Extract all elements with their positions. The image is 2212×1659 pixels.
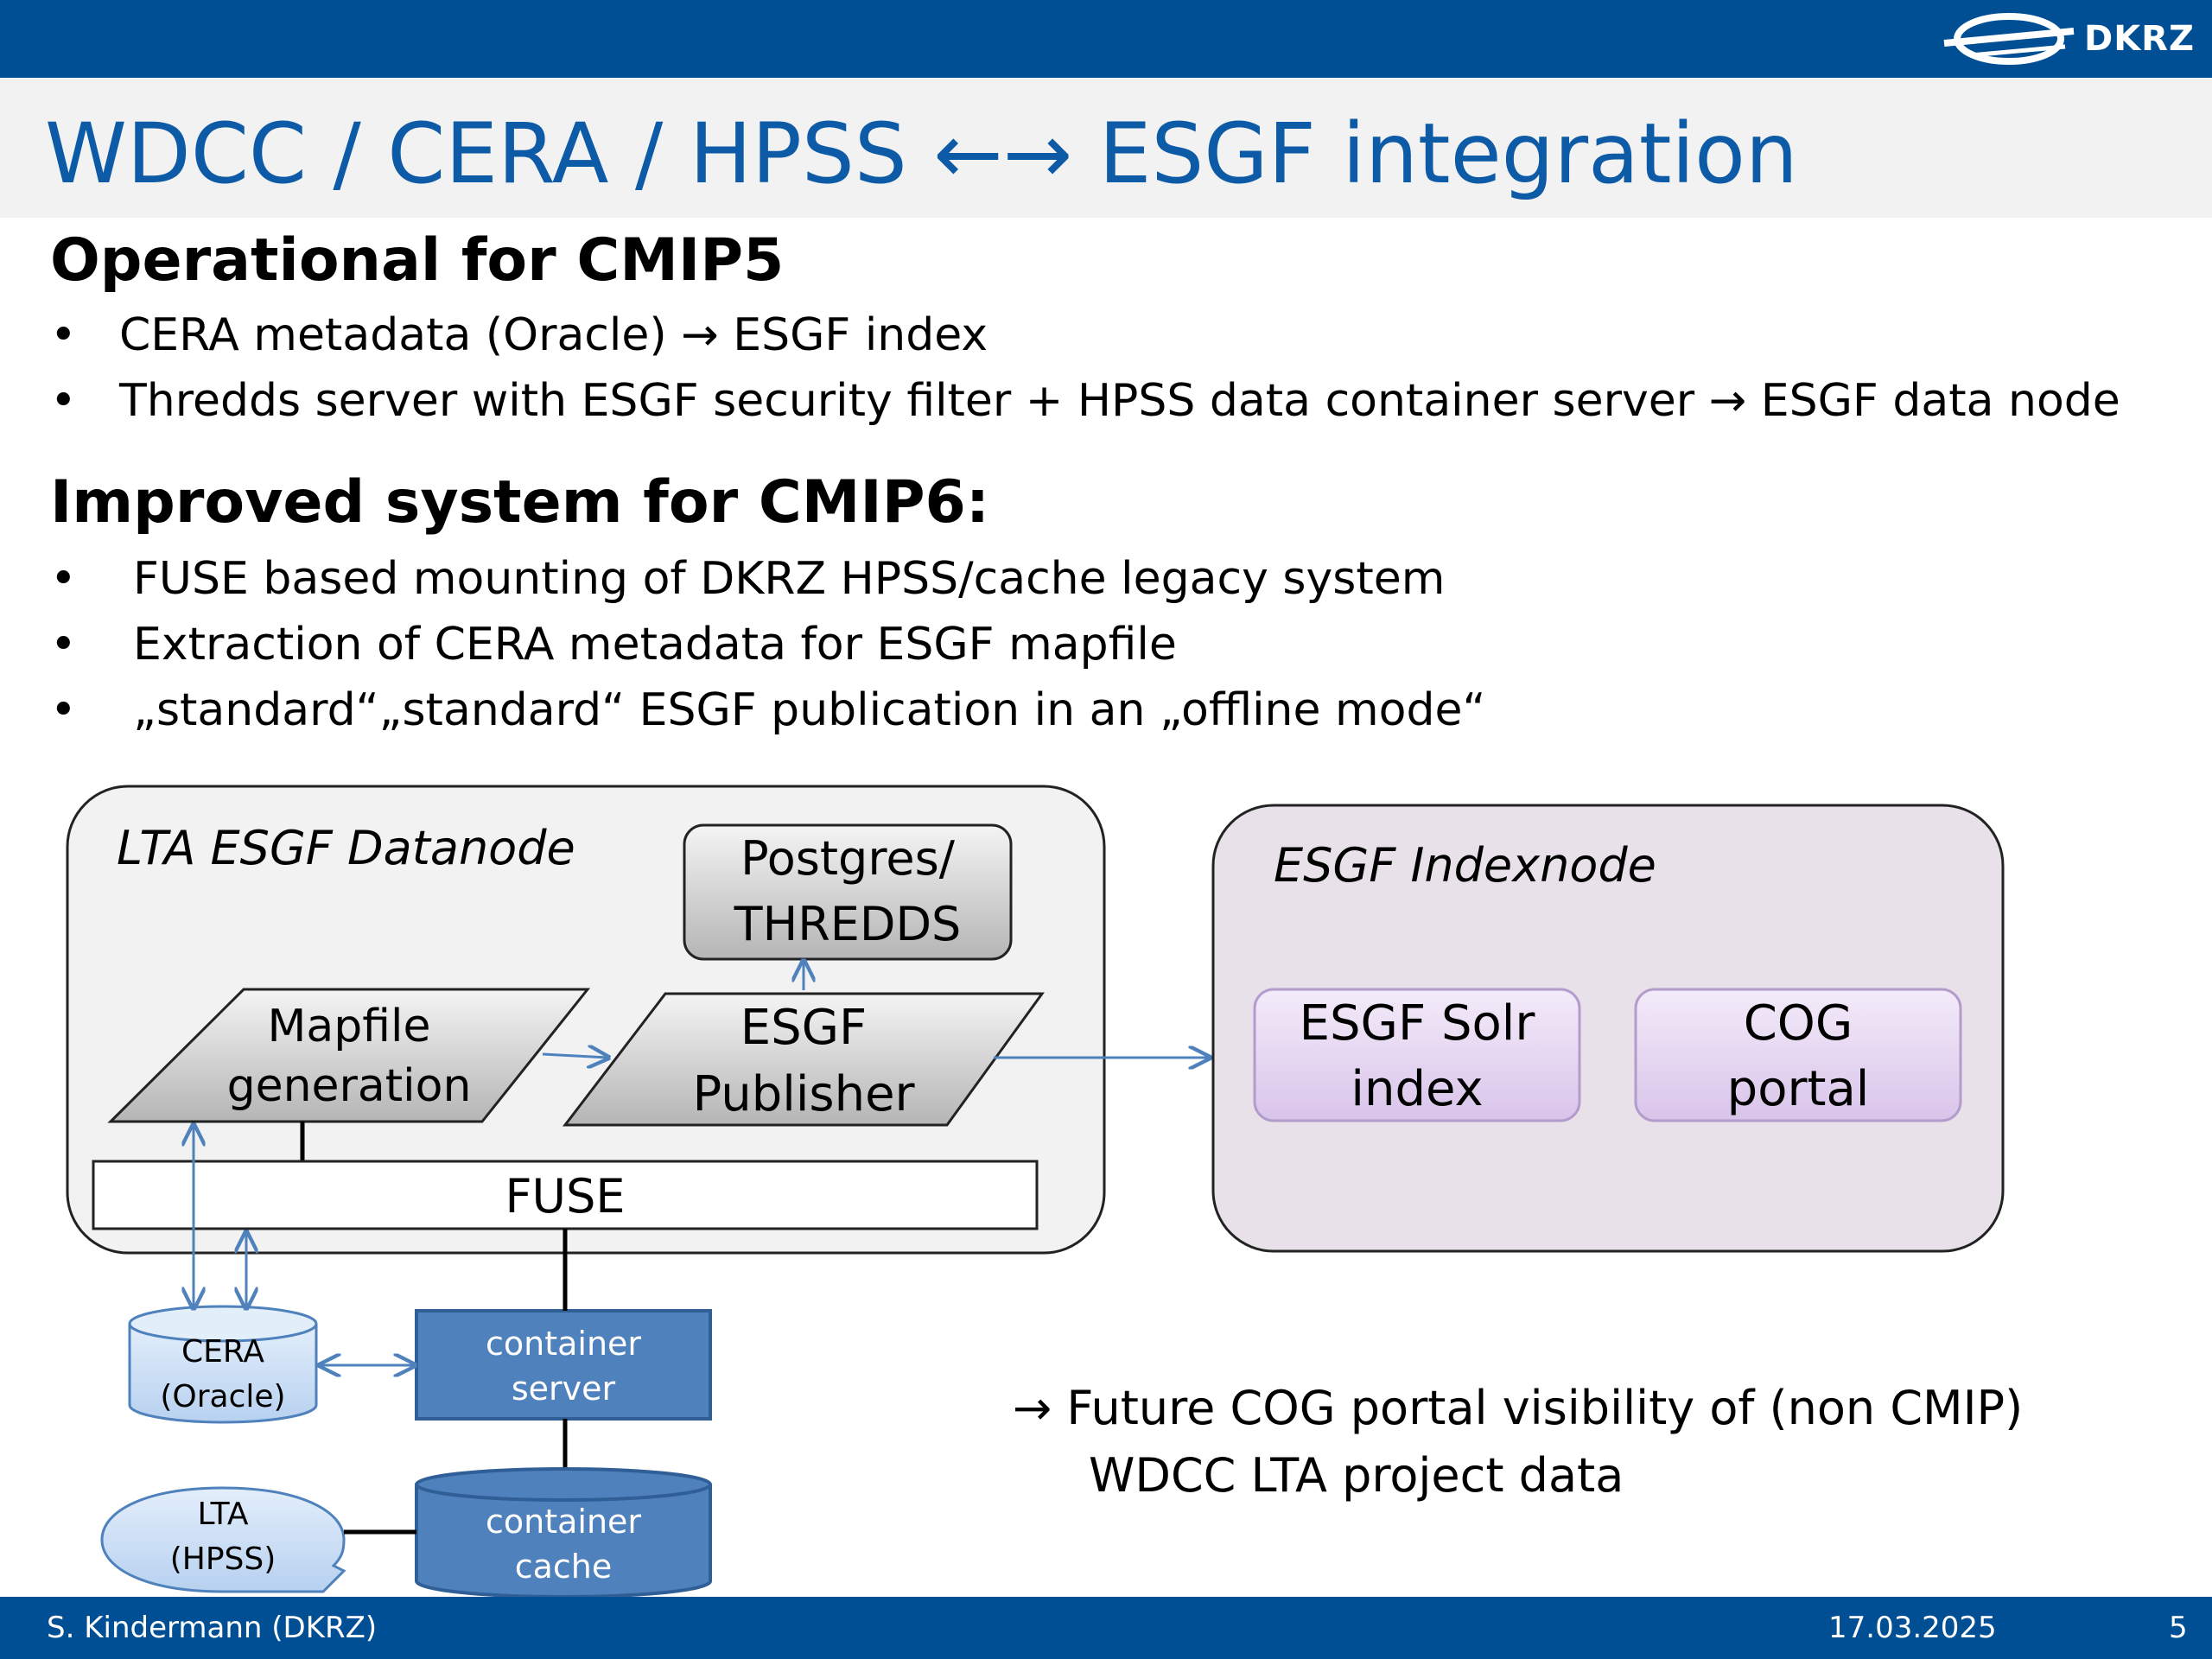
bullet-marker: • [50,309,77,361]
bullet-item: Thredds server with ESGF security filter… [119,375,2120,427]
container-server-label: container [486,1325,641,1363]
footer-page-number: 5 [2169,1611,2188,1645]
title-bar [0,78,2212,218]
cera-label: (Oracle) [160,1379,285,1414]
container-cache-label: cache [515,1548,613,1586]
esgf-publisher-box [562,992,1045,1127]
bullet-marker: • [50,684,77,736]
solr-label: index [1351,1061,1483,1117]
container-server-box [415,1309,712,1421]
bullet-marker: • [50,375,77,427]
dkrz-logo: DKRZ [1936,7,2195,72]
dkrz-logo-icon [1943,13,2075,65]
postgres-thredds-box [683,823,1013,961]
logo-text: DKRZ [2083,19,2195,59]
solr-label: ESGF Solr [1300,995,1536,1052]
future-note-line2: WDCC LTA project data [1089,1448,1624,1503]
footer-date: 17.03.2025 [1828,1611,1997,1645]
postgres-label: Postgres/ [741,831,956,886]
cog-portal-box [1634,988,1962,1122]
footer-author: S. Kindermann (DKRZ) [47,1611,378,1645]
arrow-mapfile-to-publisher [542,1054,608,1058]
postgres-label: THREDDS [734,897,962,951]
fuse-bar [92,1160,1039,1230]
container-server-label: server [512,1370,616,1408]
footer-bar [0,1597,2212,1659]
top-bar [0,0,2212,78]
container-cache-label: container [486,1503,641,1541]
cog-label: portal [1727,1061,1870,1117]
lta-label: LTA [198,1497,249,1532]
mapfile-label: Mapfile [268,1001,431,1052]
lta-hpss-callout [100,1486,346,1593]
bullet-item: Extraction of CERA metadata for ESGF map… [133,619,1177,671]
mapfile-label: generation [227,1060,472,1112]
esgf-solr-index-box [1253,988,1581,1122]
mapfile-generation-box [107,988,591,1123]
bullet-marker: • [50,553,77,605]
indexnode-container [1211,804,2005,1253]
slide-title: WDCC / CERA / HPSS ←→ ESGF integration [45,105,1798,202]
bullet-marker: • [50,619,77,671]
indexnode-label: ESGF Indexnode [1274,838,1656,893]
publisher-label: ESGF [741,1000,868,1056]
future-note-line1: → Future COG portal visibility of (non C… [1013,1381,2024,1435]
cera-oracle-db [128,1324,318,1424]
datanode-label: LTA ESGF Datanode [117,821,575,875]
bullet-item: „standard“„standard“ ESGF publication in… [133,684,1486,736]
lta-label: (HPSS) [170,1541,276,1577]
bullet-item: CERA metadata (Oracle) → ESGF index [119,309,988,361]
publisher-label: Publisher [692,1066,915,1122]
fuse-label: FUSE [505,1169,626,1224]
cera-label: CERA [181,1334,264,1370]
section-heading-cmip6: Improved system for CMIP6: [50,468,990,537]
cog-label: COG [1744,995,1853,1052]
section-heading-cmip5: Operational for CMIP5 [50,226,785,295]
bullet-item: FUSE based mounting of DKRZ HPSS/cache l… [133,553,1446,605]
